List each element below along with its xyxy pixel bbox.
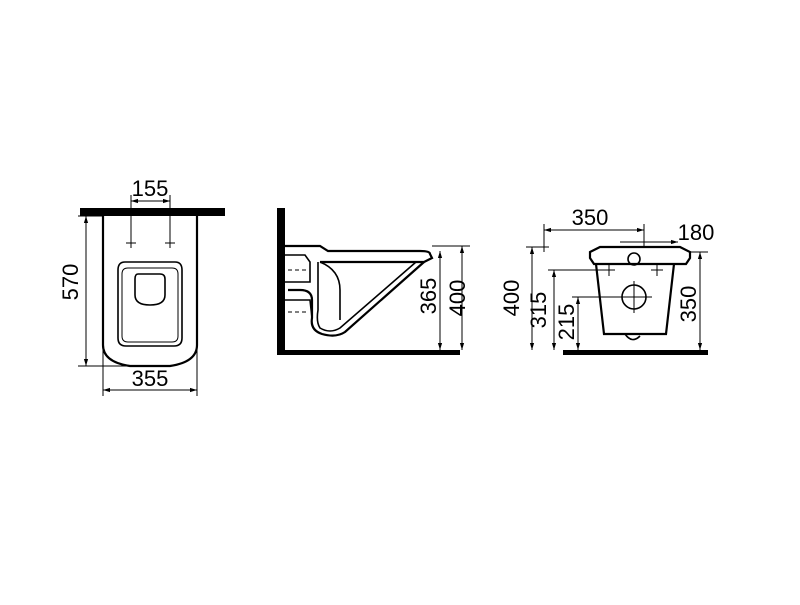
foot-back [624, 333, 641, 341]
dimension-upper-bolt-height [548, 269, 603, 350]
top-view: 155 570 355 [58, 176, 225, 396]
label-bolt-width: 350 [572, 205, 609, 230]
dimension-inlet-height [572, 296, 616, 350]
wall-top-view [80, 208, 225, 216]
dimension-depth [78, 215, 130, 367]
trapway-side [319, 261, 341, 320]
floor-back-view [563, 350, 708, 355]
label-inlet-height: 215 [554, 304, 579, 341]
drain-opening-top [134, 273, 166, 306]
floor-side-view [277, 350, 460, 355]
bolt-marker-left [126, 238, 136, 248]
rim-back [588, 245, 692, 266]
inlet-side [285, 254, 311, 283]
label-bolt-spacing: 155 [132, 176, 169, 201]
dimension-rim-height [432, 245, 448, 350]
bowl-rim-top [117, 261, 183, 347]
label-outlet-offset: 180 [678, 220, 715, 245]
back-view: 350 180 400 315 215 350 [499, 205, 714, 355]
label-depth: 570 [58, 264, 83, 301]
rim-side [285, 244, 434, 264]
label-outlet-height: 350 [676, 286, 701, 323]
dimension-total-height-side [448, 245, 470, 350]
body-back [594, 263, 676, 336]
label-upper-bolt-height: 315 [526, 292, 551, 329]
bowl-inner-top [121, 267, 179, 343]
dimension-bolt-spacing [130, 195, 171, 238]
bolt-marker-back-left [603, 264, 615, 276]
bolt-marker-back-right [651, 264, 663, 276]
bolt-marker-right [165, 238, 175, 248]
dimension-total-height-back [526, 246, 544, 350]
dimension-outlet-height [690, 251, 708, 350]
label-rim-height: 365 [416, 278, 441, 315]
outlet-side [285, 299, 313, 319]
dimension-width [102, 346, 198, 396]
inlet-hole-back [627, 252, 641, 266]
bowl-outer-side [288, 261, 425, 337]
label-total-height-back: 400 [499, 280, 524, 317]
label-total-height-side: 400 [445, 280, 470, 317]
dimension-bolt-width [543, 224, 645, 247]
bowl-inner-side [316, 261, 417, 332]
side-view: 365 400 [277, 208, 470, 355]
label-width: 355 [132, 366, 169, 391]
bowl-outline-top [101, 216, 199, 368]
wall-side-view [277, 208, 285, 354]
